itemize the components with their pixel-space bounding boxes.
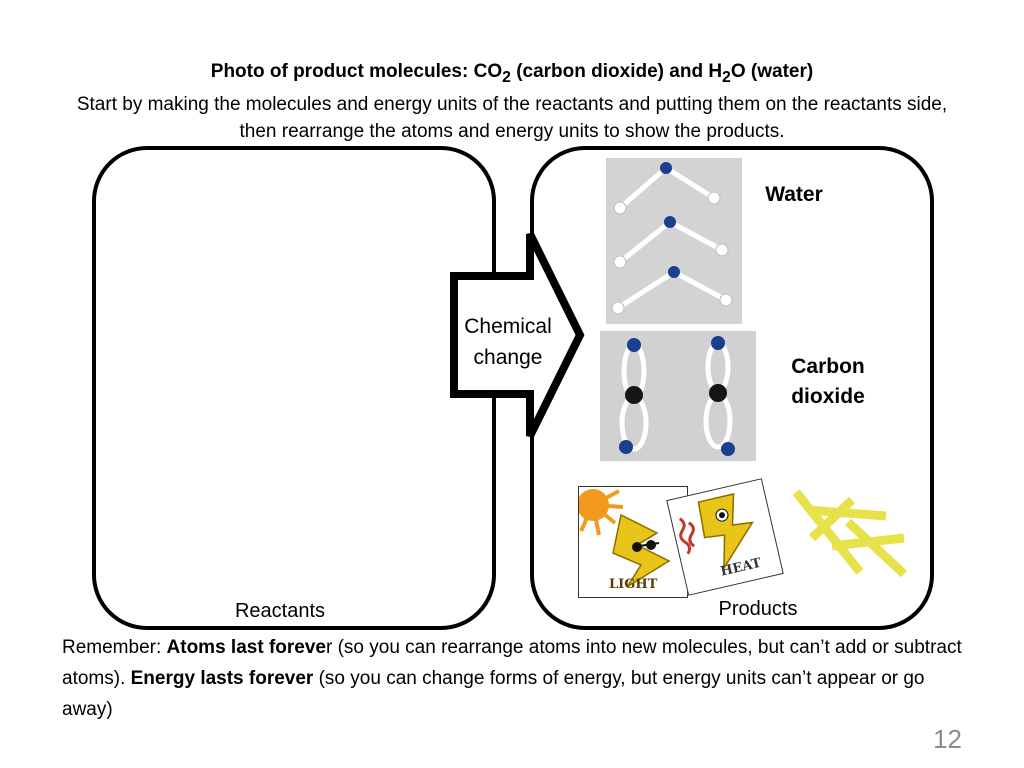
chemical-change-arrow bbox=[446, 228, 586, 442]
co2-molecule bbox=[619, 338, 649, 454]
carbon-dioxide-photo bbox=[600, 331, 756, 461]
heat-energy-character-icon bbox=[697, 493, 754, 571]
water-label: Water bbox=[765, 183, 823, 206]
sun-icon bbox=[579, 489, 624, 536]
heat-waves-icon bbox=[678, 517, 696, 555]
reactants-panel bbox=[92, 146, 496, 630]
energy-stick bbox=[807, 505, 887, 521]
slide-title: Photo of product molecules: CO2 (carbon … bbox=[210, 61, 814, 86]
water-molecule bbox=[613, 162, 721, 215]
products-label: Products bbox=[718, 598, 798, 620]
chemical-change-label: Chemical change bbox=[464, 315, 552, 369]
carbon-dioxide-label: Carbon dioxide bbox=[791, 355, 865, 408]
footer-reminder: Remember: Atoms last forever (so you can… bbox=[62, 637, 962, 720]
energy-stick bbox=[792, 489, 864, 575]
co2-molecule bbox=[703, 336, 735, 456]
light-energy-card: LIGHT bbox=[578, 486, 688, 598]
heat-energy-card: HEAT bbox=[666, 478, 784, 596]
energy-stick bbox=[844, 518, 908, 578]
instructions-text: Start by making the molecules and energy… bbox=[76, 93, 948, 142]
water-molecule bbox=[613, 216, 729, 269]
slide-header: Photo of product molecules: CO2 (carbon … bbox=[60, 58, 964, 145]
energy-sticks bbox=[788, 486, 912, 582]
water-molecules-photo bbox=[606, 158, 742, 324]
light-card-text: LIGHT bbox=[609, 577, 658, 592]
page-number: 12 bbox=[933, 724, 962, 754]
reactants-label: Reactants bbox=[234, 600, 326, 622]
light-energy-character-icon bbox=[612, 513, 671, 588]
energy-stick bbox=[808, 496, 856, 542]
water-molecule bbox=[611, 266, 733, 315]
